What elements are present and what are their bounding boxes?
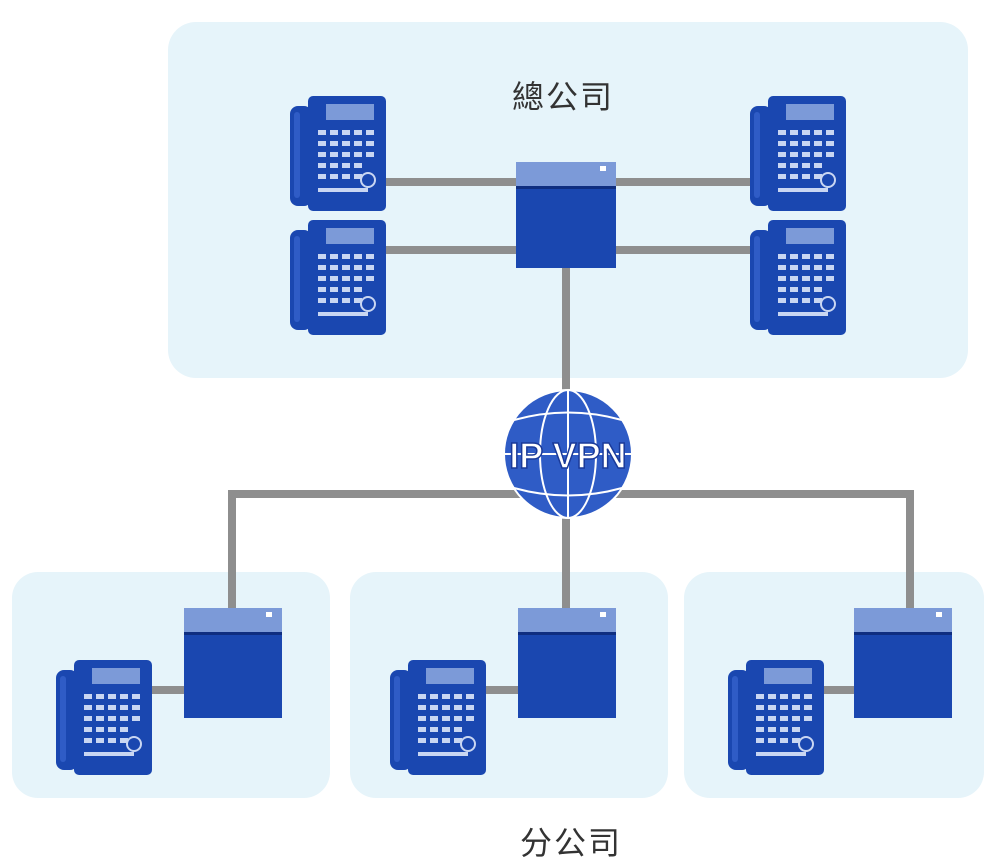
hq-cables	[385, 178, 752, 400]
ip-vpn-label: IP VPN	[509, 435, 626, 476]
branch-pbx-unit-2	[518, 608, 616, 718]
branch-label: 分公司	[520, 824, 623, 862]
branch-phone-3	[727, 660, 825, 775]
hq-label: 總公司	[512, 78, 615, 116]
hq-phone-top-left	[289, 96, 387, 211]
ip-vpn-globe: IP VPN	[503, 389, 633, 519]
branch-phone-1	[55, 660, 153, 775]
hq-phone-top-right	[749, 96, 847, 211]
branch-pbx-unit-3	[854, 608, 952, 718]
hq-phone-bottom-left	[289, 220, 387, 335]
branch-phone-2	[389, 660, 487, 775]
branch-pbx-unit-1	[184, 608, 282, 718]
hq-phone-bottom-right	[749, 220, 847, 335]
hq-pbx-unit	[516, 162, 616, 268]
